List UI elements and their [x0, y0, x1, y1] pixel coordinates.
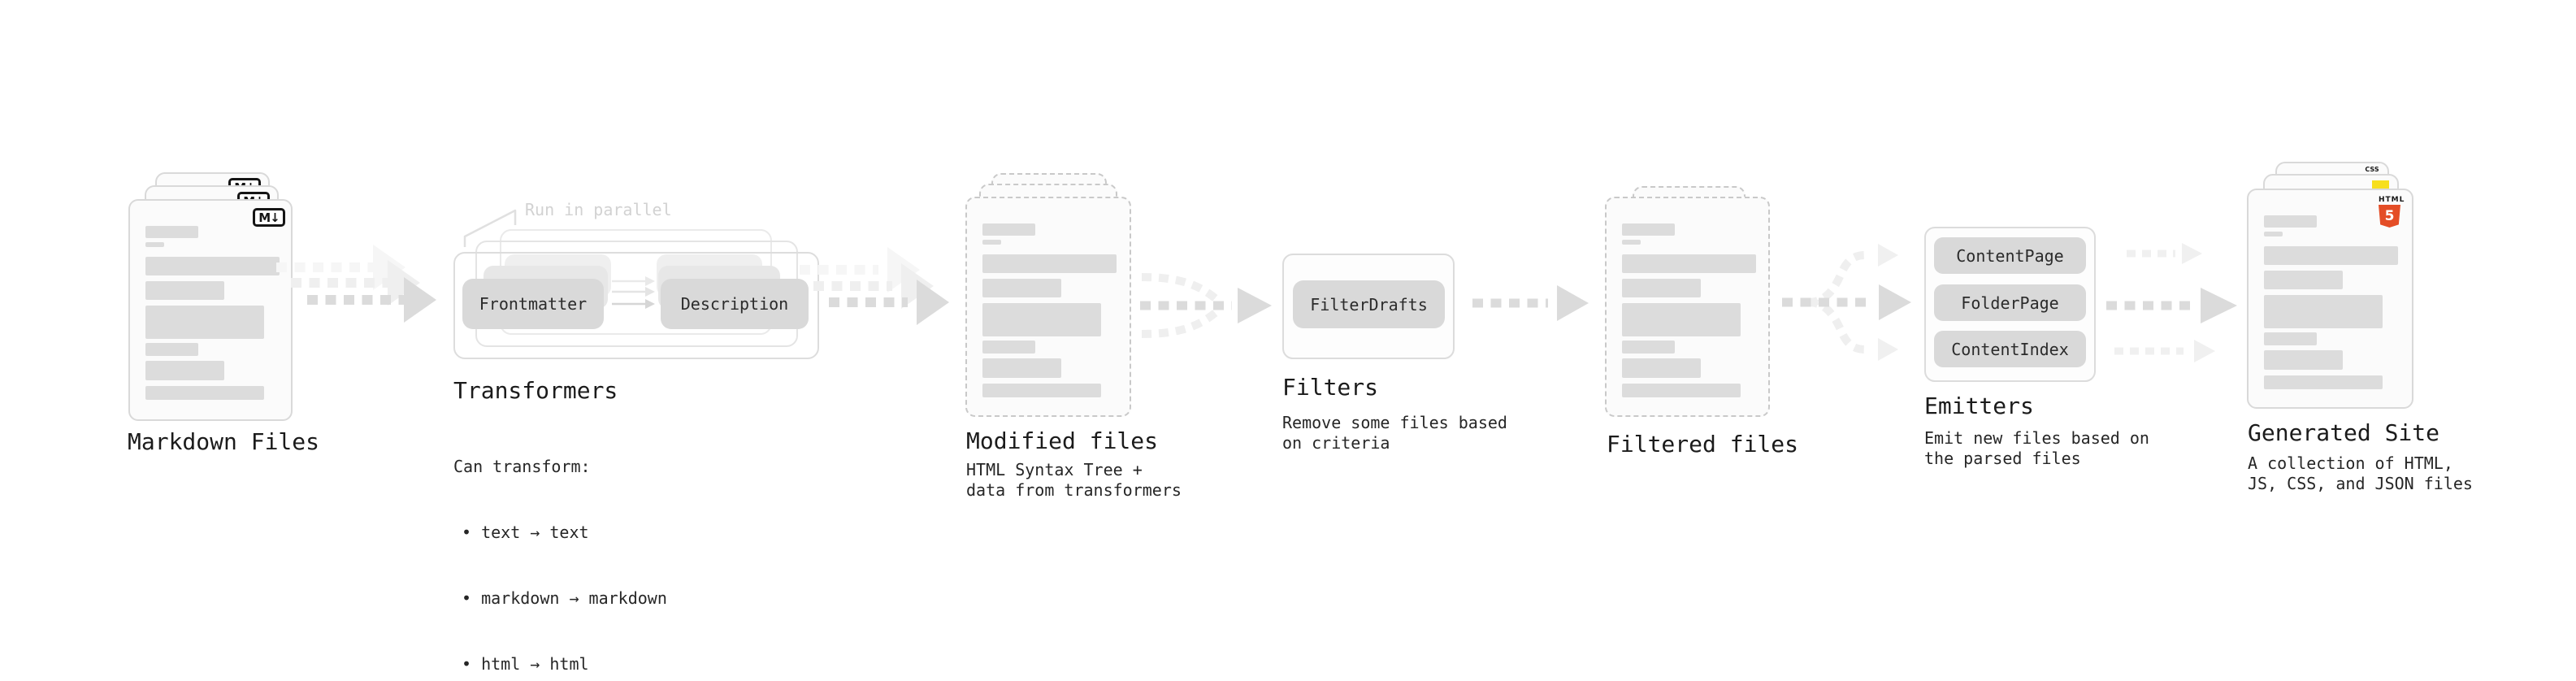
- skeleton-text-bar: [2264, 295, 2383, 328]
- skeleton-text-bar: [145, 361, 224, 380]
- skeleton-text-bar: [1622, 303, 1741, 336]
- transformer-layer-box-front: [453, 252, 819, 359]
- filtered-file-card-front: [1605, 197, 1770, 417]
- emitter-pill-contentindex: ContentIndex: [1934, 331, 2086, 367]
- skeleton-text-bar: [1622, 384, 1741, 397]
- transform-bullet: • markdown → markdown: [462, 588, 667, 608]
- emitters-subtitle: Emit new files based on the parsed files: [1924, 428, 2149, 468]
- transform-bullet: • text → text: [462, 523, 589, 542]
- stage-label-transformers: Transformers: [453, 377, 618, 404]
- stage-label-markdown-files: Markdown Files: [128, 428, 320, 455]
- transformers-description-title: Can transform:: [453, 457, 591, 476]
- stage-label-filters: Filters: [1282, 374, 1379, 401]
- flow-arrow-split-filtered-to-emitters: [1782, 244, 1911, 361]
- run-in-parallel-note: Run in parallel: [525, 200, 672, 219]
- html5-icon-shield: 5: [2379, 205, 2400, 228]
- skeleton-text-bar: [982, 240, 1001, 245]
- transformer-pill-frontmatter: Frontmatter: [462, 279, 604, 329]
- skeleton-text-bar: [982, 340, 1035, 354]
- skeleton-text-bar: [145, 306, 264, 339]
- skeleton-text-bar: [2264, 332, 2317, 345]
- skeleton-text-bar: [2264, 232, 2283, 236]
- skeleton-text-bar: [145, 257, 280, 275]
- html5-icon: HTML 5: [2379, 196, 2405, 228]
- html5-icon-number: 5: [2384, 208, 2395, 224]
- skeleton-text-bar: [982, 279, 1061, 297]
- filters-subtitle: Remove some files based on criteria: [1282, 413, 1507, 453]
- stage-label-generated-site: Generated Site: [2248, 419, 2440, 446]
- skeleton-text-bar: [982, 223, 1035, 236]
- flow-arrow-transformers-to-modified: [800, 247, 949, 325]
- skeleton-text-bar: [1622, 340, 1675, 354]
- skeleton-text-bar: [1622, 254, 1756, 273]
- skeleton-text-bar: [145, 343, 198, 356]
- transformers-description: Can transform: • text → text • markdown …: [453, 412, 667, 681]
- filter-pill-filterdrafts: FilterDrafts: [1293, 280, 1445, 328]
- flow-arrows-emitters-to-site: [2106, 243, 2237, 362]
- run-in-parallel-leader-line: [463, 209, 517, 247]
- skeleton-text-bar: [2264, 350, 2343, 370]
- stage-label-modified-files: Modified files: [966, 427, 1159, 454]
- skeleton-text-bar: [1622, 240, 1641, 245]
- skeleton-text-bar: [1622, 358, 1701, 378]
- emitter-pill-contentpage: ContentPage: [1934, 237, 2086, 274]
- flow-arrow-merge-modified-to-filters: [1140, 273, 1272, 338]
- skeleton-text-bar: [2264, 215, 2317, 228]
- skeleton-text-bar: [1622, 279, 1701, 297]
- skeleton-text-bar: [982, 358, 1061, 378]
- stage-label-filtered-files: Filtered files: [1607, 431, 1799, 458]
- transformer-internal-arrows: [612, 276, 655, 309]
- skeleton-text-bar: [145, 242, 164, 247]
- skeleton-text-bar: [982, 254, 1117, 273]
- skeleton-text-bar: [2264, 246, 2398, 265]
- generated-site-subtitle: A collection of HTML, JS, CSS, and JSON …: [2248, 453, 2473, 493]
- modified-files-subtitle: HTML Syntax Tree + data from transformer…: [966, 460, 1182, 500]
- skeleton-text-bar: [982, 384, 1101, 397]
- skeleton-text-bar: [1622, 223, 1675, 236]
- skeleton-text-bar: [145, 281, 224, 300]
- transformer-pill-description: Description: [661, 279, 809, 329]
- markdown-icon: M↓: [253, 208, 285, 227]
- stage-label-emitters: Emitters: [1924, 393, 2034, 419]
- skeleton-text-bar: [982, 303, 1101, 336]
- transform-bullet: • html → html: [462, 654, 589, 674]
- site-file-card-html: HTML 5: [2247, 189, 2413, 409]
- modified-file-card-front: [965, 197, 1131, 417]
- html5-icon-word: HTML: [2379, 196, 2405, 204]
- css-icon-label: CSS: [2365, 166, 2379, 173]
- skeleton-text-bar: [2264, 271, 2343, 289]
- skeleton-text-bar: [145, 386, 264, 400]
- emitter-pill-folderpage: FolderPage: [1934, 284, 2086, 321]
- skeleton-text-bar: [2264, 375, 2383, 389]
- markdown-file-card-front: M↓: [128, 199, 293, 421]
- skeleton-text-bar: [145, 226, 198, 238]
- flow-arrow-markdown-to-transformers: [276, 245, 436, 323]
- flow-arrow-filters-to-filtered: [1472, 285, 1589, 321]
